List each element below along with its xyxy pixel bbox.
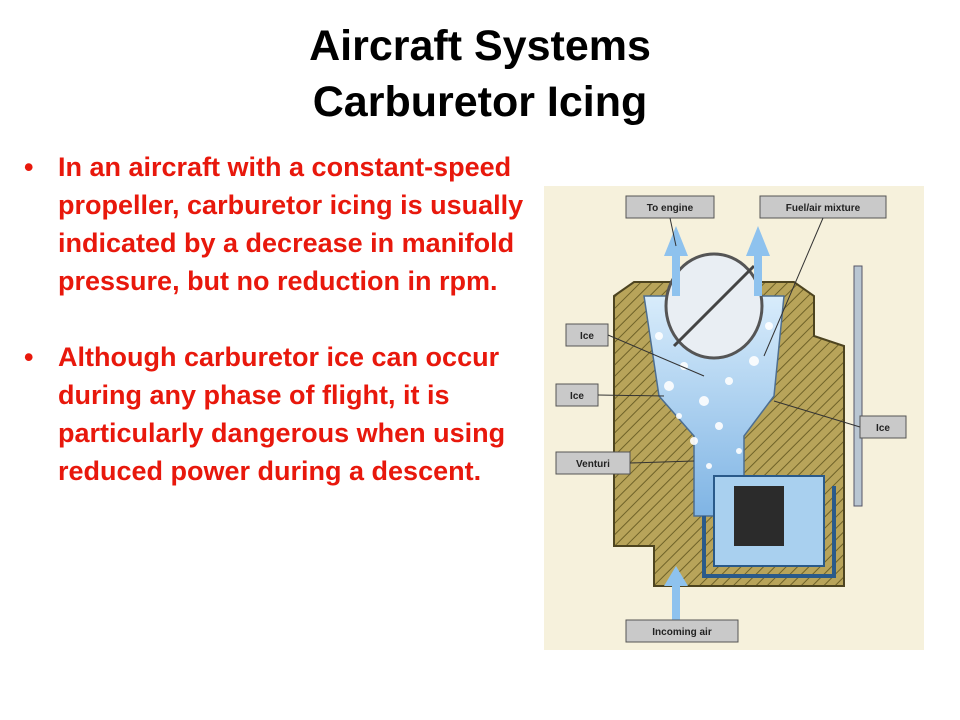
bullet-item: • Although carburetor ice can occur duri…: [22, 338, 542, 490]
svg-text:Venturi: Venturi: [576, 459, 610, 470]
label-incoming-air: Incoming air: [625, 619, 739, 643]
title-line-1: Aircraft Systems: [309, 22, 651, 70]
float: [734, 486, 784, 546]
slide-title: Aircraft Systems Carburetor Icing: [0, 18, 960, 130]
label-to-engine: To engine: [625, 195, 715, 247]
bullet-item: • In an aircraft with a constant-speed p…: [22, 148, 542, 300]
fuel-nozzle: [853, 265, 863, 507]
airflow-arrows: [664, 226, 770, 626]
svg-text:Incoming air: Incoming air: [652, 627, 712, 638]
svg-text:Ice: Ice: [580, 331, 594, 342]
bullet-text: Although carburetor ice can occur during…: [58, 342, 506, 486]
label-ice-2: Ice: [555, 383, 665, 407]
carburetor-diagram-svg: To engine Fuel/air mixture Ice Ice Ice V…: [555, 195, 907, 643]
label-venturi: Venturi: [555, 451, 695, 475]
label-ice-3: Ice: [773, 400, 907, 439]
ice-crystals: [655, 322, 773, 469]
bullet-list: • In an aircraft with a constant-speed p…: [22, 148, 542, 528]
bullet-text: In an aircraft with a constant-speed pro…: [58, 152, 524, 296]
svg-text:Ice: Ice: [570, 391, 584, 402]
title-line-2: Carburetor Icing: [312, 78, 648, 126]
label-ice-1: Ice: [565, 323, 705, 377]
fuel-passage: [702, 486, 836, 578]
svg-text:To engine: To engine: [647, 203, 694, 214]
svg-text:Ice: Ice: [876, 423, 890, 434]
label-fuel-air-mixture: Fuel/air mixture: [759, 195, 887, 357]
carburetor-diagram: To engine Fuel/air mixture Ice Ice Ice V…: [544, 186, 924, 650]
bullet-dot-icon: •: [24, 152, 34, 182]
svg-text:Fuel/air mixture: Fuel/air mixture: [786, 203, 861, 214]
bullet-dot-icon: •: [24, 342, 34, 372]
